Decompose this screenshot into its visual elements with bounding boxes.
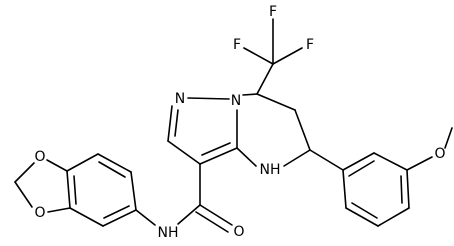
bond-ar-3	[66, 153, 99, 172]
carboxamide-group: O NH	[135, 163, 245, 241]
dioxole-ring: O O	[14, 149, 71, 221]
bond-c7-c6	[256, 93, 296, 111]
atom-nh-ring: NH	[260, 162, 281, 178]
bond-c7-n1	[242, 93, 258, 96]
benzodioxole-benzene-ring	[66, 153, 137, 227]
bond-ar-2-inner	[98, 161, 126, 178]
bond-mp-5	[373, 152, 408, 171]
bond-mp-4	[406, 169, 410, 209]
atom-nh-amide: NH	[158, 225, 179, 241]
bond-o-ch3	[444, 127, 453, 149]
atom-o-methoxy: O	[434, 146, 445, 162]
bond-ar-5	[69, 207, 104, 227]
bond-ar-1	[130, 171, 137, 211]
bond-mp-3	[377, 207, 410, 227]
atom-n-pyrazole: N	[175, 91, 185, 107]
bond-c-f-left	[243, 47, 274, 65]
atom-o-dioxole-upper: O	[34, 149, 45, 165]
tetrahydropyrimidine-ring: NH	[236, 93, 311, 178]
pyrazole-ring: N N	[167, 91, 241, 165]
bond-c3-c3a	[199, 147, 238, 165]
bond-cf3-c7	[256, 63, 274, 95]
bond-ar-o-lower	[47, 207, 71, 213]
trifluoromethyl-group: F F F	[233, 4, 314, 95]
bond-c5-aryl	[309, 149, 344, 171]
atom-f-left: F	[233, 37, 241, 53]
atom-f-top: F	[269, 4, 277, 20]
bond-mp-2	[345, 207, 379, 227]
bond-n2-c2a	[167, 105, 173, 142]
atom-f-right: F	[306, 37, 314, 53]
bond-ar-4	[66, 170, 71, 209]
bond-carbonyl-o-a	[199, 204, 233, 226]
bond-c2-c3	[167, 140, 201, 165]
bond-mp-6	[342, 152, 375, 171]
bond-nh-aryl	[135, 209, 156, 226]
bond-ar-6-inner	[103, 205, 130, 219]
atom-o-dioxole-lower: O	[34, 205, 45, 221]
atom-o-carbonyl: O	[233, 224, 244, 240]
bond-c6-c5	[294, 109, 311, 151]
bond-ar-o-upper	[46, 159, 68, 172]
bond-o-ch2-upper	[14, 162, 35, 183]
bond-n4-c3a	[236, 147, 257, 167]
bond-carbonyl-nh	[177, 204, 201, 225]
bond-mp-o	[406, 156, 433, 171]
bond-mp-6-inner	[348, 160, 375, 177]
bond-mp-2-inner	[351, 202, 378, 219]
bond-c5-n4	[283, 149, 311, 167]
bond-mp-4-inner	[400, 175, 403, 204]
bond-carbonyl-o-b	[195, 211, 229, 233]
bond-n2-c2b	[174, 109, 179, 137]
bond-c-f-right	[272, 47, 303, 65]
bond-mp-1	[342, 169, 347, 209]
bond-ar-2	[97, 153, 132, 173]
bond-ar-6	[102, 209, 137, 227]
methoxyphenyl-group: O	[309, 127, 453, 227]
bond-n1-n2	[187, 97, 230, 100]
bond-o-ch2-lower	[14, 181, 33, 208]
atom-n-bridge: N	[231, 93, 241, 109]
bond-c3-c3a-inner	[201, 142, 231, 156]
bond-ar-4-inner	[73, 175, 77, 205]
